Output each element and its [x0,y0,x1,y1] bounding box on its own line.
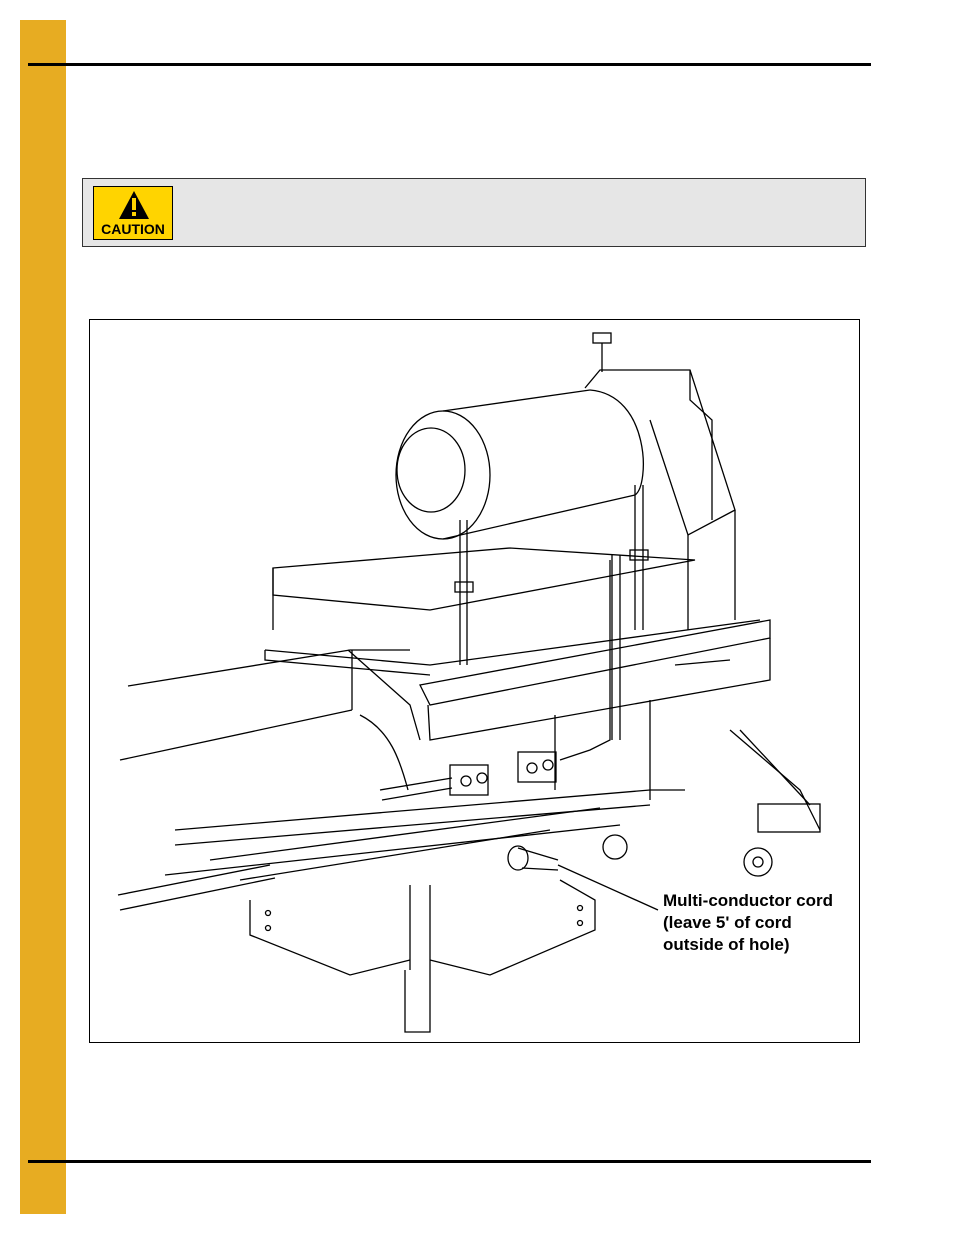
figure-frame: Multi-conductor cord (leave 5' of cord o… [89,319,860,1043]
caution-badge: CAUTION [93,186,173,240]
auger-drive-illustration [117,332,821,1033]
caution-label: CAUTION [101,221,165,237]
callout-line-1: Multi-conductor cord [663,891,833,910]
footer-rule [28,1160,871,1163]
page-side-bar [20,20,66,1214]
cord-callout: Multi-conductor cord (leave 5' of cord o… [663,890,858,956]
callout-line-3: outside of hole) [663,935,790,954]
callout-line-2: (leave 5' of cord [663,913,792,932]
warning-triangle-icon [119,191,149,219]
caution-notice: CAUTION [82,178,866,247]
header-rule [28,63,871,66]
